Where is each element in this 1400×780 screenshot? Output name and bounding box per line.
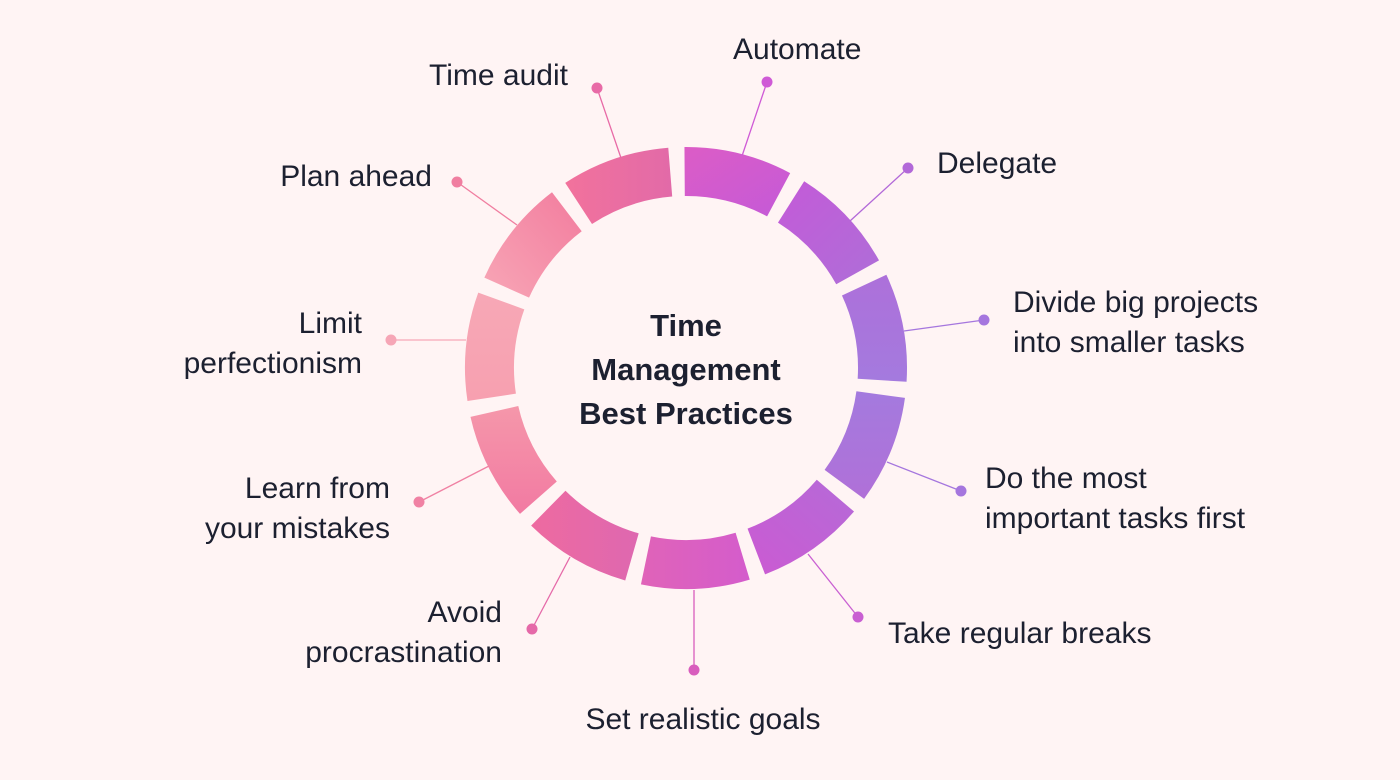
label-divide-line-2: into smaller tasks [1013,326,1245,359]
label-procrastination-line-2: procrastination [305,636,502,669]
ring-segment-limit-perfectionism [465,292,525,401]
label-mistakes-line-2: your mistakes [204,512,390,545]
connector-dot-take-regular-breaks [852,611,864,623]
label-goals-text: Set realistic goals [585,703,821,736]
label-limit-perfectionism: Limit perfectionism [80,304,362,384]
connector-line-automate [741,81,768,157]
label-do-most-important: Do the most important tasks first [985,459,1245,539]
label-plan-ahead: Plan ahead [182,157,432,197]
connectors [385,76,990,676]
label-divide-line-1: Divide big projects [1013,286,1259,319]
label-important-line-2: important tasks first [985,502,1246,535]
ring-segment-delegate [777,181,880,285]
label-important-line-1: Do the most [985,462,1147,495]
connector-dot-plan-ahead [451,176,463,188]
ring [465,147,907,589]
ring-segment-avoid-procrastination [531,490,639,581]
connector-line-learn-from-mistakes [418,465,490,503]
center-title-line-2: Management [591,352,781,387]
label-time-audit: Time audit [318,56,568,96]
label-delegate: Delegate [937,144,1057,184]
ring-segment-set-realistic-goals [640,532,750,589]
ring-segment-plan-ahead [484,192,582,298]
connector-dot-automate [761,76,773,88]
connector-dot-delegate [902,162,914,174]
label-take-regular-breaks: Take regular breaks [888,614,1151,654]
connector-line-do-most-important [886,461,962,492]
center-title: Time Management Best Practices [536,304,836,436]
label-avoid-procrastination: Avoid procrastination [222,593,502,673]
connector-dot-divide-big-projects [978,314,990,326]
label-set-realistic-goals: Set realistic goals [540,700,866,740]
label-automate-text: Automate [733,33,862,66]
ring-segment-divide-big-projects [841,274,907,382]
connector-line-plan-ahead [456,181,518,226]
ring-segment-learn-from-mistakes [470,406,557,514]
ring-segment-time-audit [565,147,673,224]
ring-segment-do-most-important [824,391,905,499]
connector-line-take-regular-breaks [807,553,859,618]
label-audit-text: Time audit [429,59,568,92]
label-breaks-text: Take regular breaks [888,617,1152,650]
label-procrastination-line-1: Avoid [427,596,502,629]
connector-dot-avoid-procrastination [526,623,538,635]
connector-dot-time-audit [591,82,603,94]
connector-dot-do-most-important [955,485,967,497]
ring-segment-take-regular-breaks [747,479,855,575]
connector-dot-limit-perfectionism [385,334,397,346]
connector-dot-learn-from-mistakes [413,496,425,508]
connector-line-divide-big-projects [903,319,985,332]
connector-line-avoid-procrastination [531,556,571,630]
label-divide-big-projects: Divide big projects into smaller tasks [1013,283,1258,363]
label-learn-from-mistakes: Learn from your mistakes [110,469,390,549]
label-plan-text: Plan ahead [280,160,432,193]
center-title-line-1: Time [650,308,722,343]
label-automate: Automate [733,30,861,70]
label-perfectionism-line-1: Limit [298,307,362,340]
label-perfectionism-line-2: perfectionism [183,347,362,380]
label-delegate-text: Delegate [937,147,1058,180]
ring-segment-automate [684,147,791,217]
center-title-line-3: Best Practices [579,396,793,431]
label-mistakes-line-1: Learn from [244,472,390,505]
connector-line-delegate [849,167,909,222]
connector-dot-set-realistic-goals [688,664,700,676]
connector-line-time-audit [596,87,622,159]
